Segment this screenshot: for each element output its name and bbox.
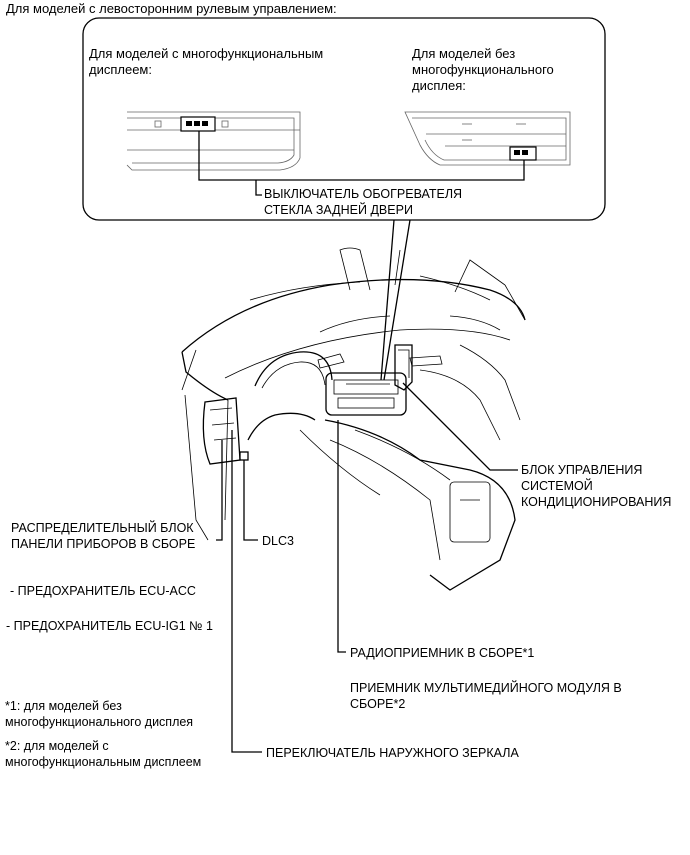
ac-control-label-1: БЛОК УПРАВЛЕНИЯ	[521, 463, 643, 477]
ac-control-label-3: КОНДИЦИОНИРОВАНИЯ	[521, 495, 672, 509]
footnote-1-line-2: многофункционального дисплея	[5, 715, 194, 729]
inset-right-label-1: Для моделей без	[412, 46, 516, 61]
rear-defogger-switch-label-2: СТЕКЛА ЗАДНЕЙ ДВЕРИ	[264, 203, 413, 217]
dlc3-label: DLC3	[262, 534, 294, 548]
fuse-ecu-ig1-label: - ПРЕДОХРАНИТЕЛЬ ECU-IG1 № 1	[6, 619, 213, 633]
outer-mirror-switch-label: ПЕРЕКЛЮЧАТЕЛЬ НАРУЖНОГО ЗЕРКАЛА	[266, 746, 519, 760]
junction-block-label-2: ПАНЕЛИ ПРИБОРОВ В СБОРЕ	[11, 537, 196, 551]
rear-defogger-switch-label-1: ВЫКЛЮЧАТЕЛЬ ОБОГРЕВАТЕЛЯ	[264, 187, 463, 201]
inset-left-label-1: Для моделей с многофункциональным	[89, 46, 324, 61]
inset-right-label-2: многофункционального	[412, 62, 554, 77]
ac-control-label-2: СИСТЕМОЙ	[521, 479, 593, 493]
inset-panel-right	[404, 111, 571, 166]
footnote-2-line-2: многофункциональным дисплеем	[5, 755, 202, 769]
inset-right-label-3: дисплея:	[412, 78, 466, 93]
inset-panel-left	[126, 111, 301, 171]
inset-frame	[82, 17, 606, 221]
radio-receiver-label: РАДИОПРИЕМНИК В СБОРЕ*1	[350, 646, 535, 660]
dashboard-body	[181, 247, 526, 591]
page-title: Для моделей с левосторонним рулевым упра…	[6, 1, 337, 16]
inset-left-label-2: дисплеем:	[89, 62, 152, 77]
junction-block-label-1: РАСПРЕДЕЛИТЕЛЬНЫЙ БЛОК	[11, 521, 194, 535]
footnote-2-line-1: *2: для моделей с	[5, 739, 109, 753]
multimedia-receiver-label-2: СБОРЕ*2	[350, 697, 406, 711]
fuse-ecu-acc-label: - ПРЕДОХРАНИТЕЛЬ ECU-ACC	[10, 584, 196, 598]
footnote-1-line-1: *1: для моделей без	[5, 699, 122, 713]
leader-lines	[216, 382, 518, 753]
multimedia-receiver-label-1: ПРИЕМНИК МУЛЬТИМЕДИЙНОГО МОДУЛЯ В	[350, 681, 622, 695]
